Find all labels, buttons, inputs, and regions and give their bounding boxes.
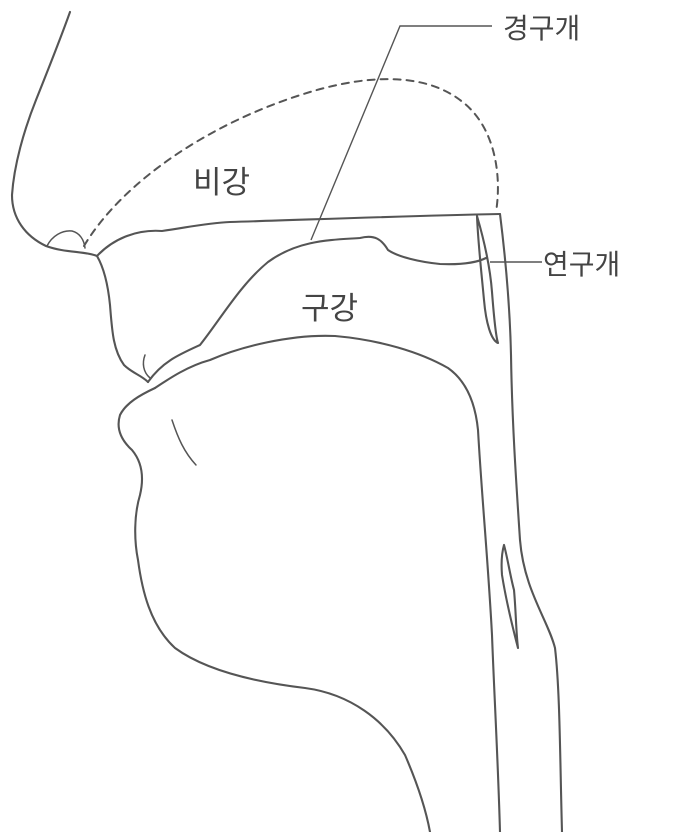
chin-profile — [119, 388, 430, 832]
nostril — [47, 231, 85, 248]
velum — [477, 216, 498, 343]
upper-teeth — [143, 355, 150, 378]
label-hard-palate: 경구개 — [503, 12, 580, 45]
lower-teeth — [172, 420, 196, 465]
nose-profile — [12, 12, 148, 382]
label-oral-cavity: 구강 — [301, 291, 358, 327]
nasal-floor — [97, 214, 500, 256]
tongue — [155, 336, 500, 832]
label-soft-palate: 연구개 — [543, 248, 620, 281]
epiglottis — [502, 545, 518, 648]
label-nasal-cavity: 비강 — [193, 165, 250, 201]
pharynx-back-wall — [500, 214, 562, 832]
hard-palate-leader — [311, 26, 492, 240]
